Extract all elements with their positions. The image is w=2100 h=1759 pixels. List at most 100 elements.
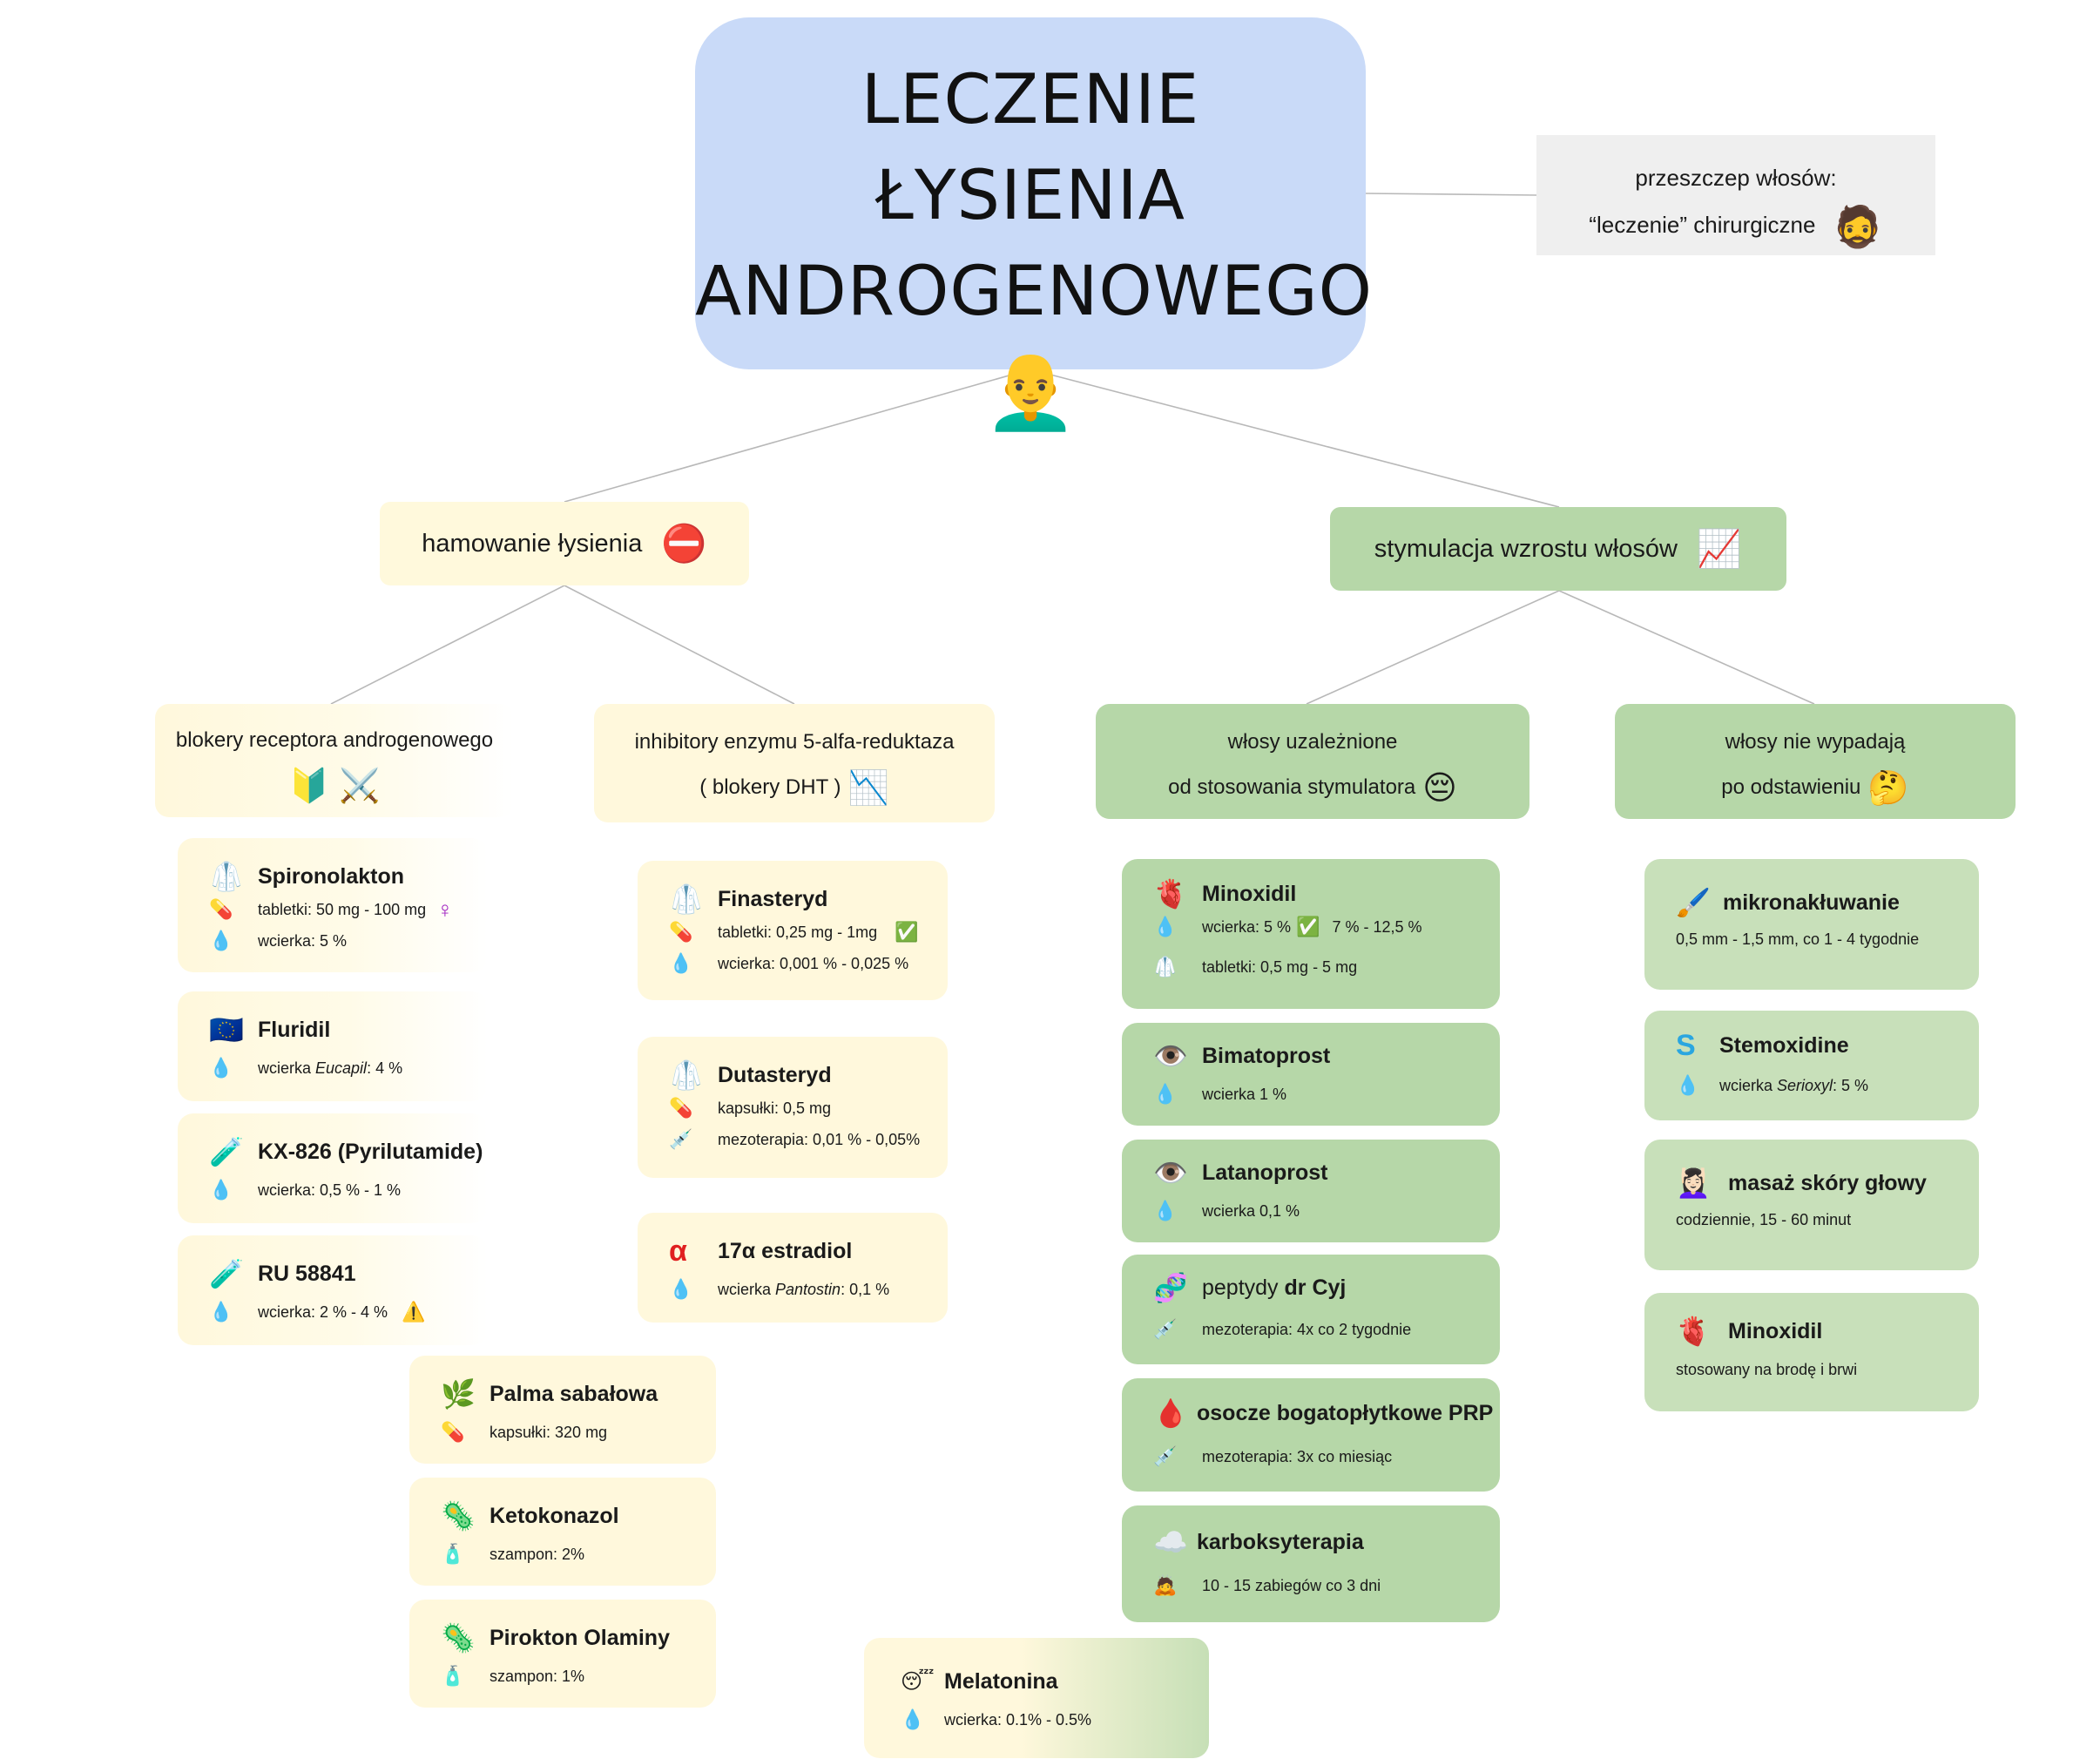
card-ketokonazol: 🦠Ketokonazol 🧴szampon: 2% bbox=[409, 1478, 716, 1586]
root-title-line2: ANDROGENOWEGO bbox=[695, 253, 1374, 331]
pill-icon: 💊 bbox=[669, 921, 693, 943]
card-finasteryd: 🥼Finasteryd 💊tabletki: 0,25 mg - 1mg✅ 💧w… bbox=[638, 861, 948, 1000]
card-melatonina: 😴Melatonina 💧wcierka: 0.1% - 0.5% bbox=[864, 1638, 1209, 1758]
beginner-swords-icon: 🔰 ⚔️ bbox=[288, 768, 381, 805]
herb-icon: 🌿 bbox=[441, 1378, 476, 1410]
syringe-icon: 💉 bbox=[1153, 1318, 1178, 1340]
card-title: 17α estradiol bbox=[718, 1238, 853, 1263]
card-title: osocze bogatopłytkowe PRP bbox=[1197, 1400, 1494, 1425]
anatomical-heart-icon: 🫀 bbox=[1153, 878, 1188, 910]
card-detail: szampon: 1% bbox=[490, 1667, 585, 1685]
card-detail: 0,5 mm - 1,5 mm, co 1 - 4 tygodnie bbox=[1676, 930, 1920, 948]
sub-androgen-receptor-blockers: blokery receptora androgenowego 🔰 ⚔️ bbox=[155, 704, 514, 817]
card-detail: wcierka Pantostin: 0,1 % bbox=[718, 1280, 890, 1298]
card-detail: codziennie, 15 - 60 minut bbox=[1676, 1211, 1852, 1228]
no-entry-icon: ⛔ bbox=[661, 522, 707, 564]
card-detail: wcierka: 2 % - 4 % bbox=[258, 1302, 388, 1321]
card-title: Stemoxidine bbox=[1719, 1032, 1849, 1058]
card-latanoprost: 👁️Latanoprost 💧wcierka 0,1 % bbox=[1122, 1140, 1500, 1242]
head-massage-icon: 💆🏻‍♀️ bbox=[1676, 1167, 1711, 1199]
card-title: Pirokton Olaminy bbox=[490, 1625, 670, 1650]
card-ru58841: 🧪RU 58841 💧wcierka: 2 % - 4 %⚠️ bbox=[178, 1235, 488, 1345]
card-karboksyterapia: ☁️karboksyterapia 🙇10 - 15 zabiegów co 3… bbox=[1122, 1505, 1500, 1622]
sub-inhibitors-line1: inhibitory enzymu 5-alfa-reduktaza bbox=[634, 730, 955, 754]
card-title: karboksyterapia bbox=[1197, 1529, 1364, 1554]
sub-dependent-line1: włosy uzależnione bbox=[1227, 730, 1398, 754]
card-detail-extra: 7 % - 12,5 % bbox=[1332, 917, 1422, 936]
cloud-icon: ☁️ bbox=[1153, 1526, 1188, 1558]
droplet-icon: 💧 bbox=[669, 952, 693, 974]
connector-root-side bbox=[1365, 193, 1537, 196]
alpha-icon: α bbox=[669, 1234, 687, 1268]
card-title: RU 58841 bbox=[258, 1261, 356, 1286]
sub-nofall-line2: po odstawieniu bbox=[1721, 775, 1861, 799]
card-title: mikronakłuwanie bbox=[1723, 890, 1900, 915]
card-detail: wcierka Serioxyl: 5 % bbox=[1719, 1076, 1869, 1094]
microbe-icon: 🦠 bbox=[441, 1500, 476, 1532]
droplet-icon: 💧 bbox=[209, 930, 233, 951]
card-pirokton-olaminy: 🦠Pirokton Olaminy 🧴szampon: 1% bbox=[409, 1600, 716, 1708]
chart-decreasing-icon: 📉 bbox=[847, 769, 889, 807]
drop-of-blood-icon: 🩸 bbox=[1153, 1397, 1188, 1429]
eye-icon: 👁️ bbox=[1153, 1157, 1188, 1188]
thinking-face-icon: 🤔 bbox=[1867, 769, 1909, 807]
card-title: Finasteryd bbox=[718, 886, 828, 911]
check-mark-icon: ✅ bbox=[895, 921, 919, 943]
chart-increasing-icon: 📈 bbox=[1696, 527, 1743, 569]
card-detail: wcierka: 5 % bbox=[258, 931, 348, 950]
card-masaz: 💆🏻‍♀️masaż skóry głowy codziennie, 15 - … bbox=[1644, 1140, 1979, 1270]
card-detail: wcierka: 0,001 % - 0,025 % bbox=[718, 954, 909, 972]
lotion-bottle-icon: 🧴 bbox=[441, 1543, 465, 1565]
card-minoxidil-beard: 🫀Minoxidil stosowany na brodę i brwi bbox=[1644, 1293, 1979, 1411]
syringe-icon: 💉 bbox=[1153, 1445, 1178, 1467]
card-dutasteryd: 🥼Dutasteryd 💊kapsułki: 0,5 mg 💉mezoterap… bbox=[638, 1037, 948, 1178]
card-title: KX-826 (Pyrilutamide) bbox=[258, 1139, 483, 1164]
test-tube-icon: 🧪 bbox=[209, 1136, 244, 1167]
sub-5ar-inhibitors: inhibitory enzymu 5-alfa-reduktaza ( blo… bbox=[594, 704, 995, 822]
lab-coat-icon: 🥼 bbox=[209, 861, 244, 892]
bald-man-icon: 👨‍🦲 bbox=[983, 349, 1077, 433]
card-detail: wcierka: 5 % bbox=[1202, 917, 1292, 936]
card-detail: kapsułki: 320 mg bbox=[490, 1423, 608, 1441]
dna-icon: 🧬 bbox=[1153, 1272, 1188, 1303]
card-title: Fluridil bbox=[258, 1017, 331, 1042]
card-detail: wcierka Eucapil: 4 % bbox=[258, 1059, 403, 1077]
card-title: Minoxidil bbox=[1202, 881, 1297, 906]
lab-coat-icon: 🥼 bbox=[669, 1059, 704, 1091]
card-title: Bimatoprost bbox=[1202, 1043, 1331, 1068]
hair-transplant-line1: przeszczep włosów: bbox=[1635, 165, 1837, 191]
card-spironolakton: 🥼Spironolakton 💊tabletki: 50 mg - 100 mg… bbox=[178, 838, 488, 972]
card-detail: mezoterapia: 3x co miesiąc bbox=[1202, 1447, 1393, 1465]
warning-icon: ⚠️ bbox=[402, 1301, 426, 1323]
card-detail: tabletki: 50 mg - 100 mg bbox=[258, 900, 427, 918]
card-mikronakluwanie: 🖌️mikronakłuwanie 0,5 mm - 1,5 mm, co 1 … bbox=[1644, 859, 1979, 990]
card-title: Melatonina bbox=[944, 1668, 1058, 1694]
card-detail: tabletki: 0,5 mg - 5 mg bbox=[1202, 957, 1358, 976]
sub-inhibitors-line2: ( blokery DHT ) bbox=[699, 775, 841, 799]
branch-inhibit-label: hamowanie łysienia bbox=[422, 529, 643, 558]
sleeping-face-icon: 😴 bbox=[901, 1669, 935, 1694]
eu-flag-icon: 🇪🇺 bbox=[209, 1014, 244, 1045]
branch-stimulate: stymulacja wzrostu włosów 📈 bbox=[1330, 507, 1786, 591]
card-palma-sabalowa: 🌿Palma sabałowa 💊kapsułki: 320 mg bbox=[409, 1356, 716, 1464]
pill-icon: 💊 bbox=[669, 1097, 693, 1119]
card-detail: wcierka: 0.1% - 0.5% bbox=[944, 1710, 1092, 1729]
droplet-icon: 💧 bbox=[669, 1278, 693, 1300]
card-detail: mezoterapia: 4x co 2 tygodnie bbox=[1202, 1320, 1412, 1338]
pill-icon: 💊 bbox=[209, 898, 233, 920]
card-detail: wcierka 0,1 % bbox=[1202, 1201, 1300, 1220]
hair-transplant-line2: “leczenie” chirurgiczne bbox=[1589, 212, 1816, 238]
hair-transplant-note: przeszczep włosów: “leczenie” chirurgicz… bbox=[1536, 135, 1935, 255]
sub-dependent-hair: włosy uzależnione od stosowania stymulat… bbox=[1096, 704, 1529, 819]
connector-stimulate-nofall bbox=[1558, 590, 1815, 705]
card-title: peptydy dr Cyj bbox=[1202, 1275, 1347, 1300]
card-title: Palma sabałowa bbox=[490, 1381, 658, 1406]
card-kx826: 🧪KX-826 (Pyrilutamide) 💧wcierka: 0,5 % -… bbox=[178, 1113, 488, 1223]
card-detail: szampon: 2% bbox=[490, 1545, 585, 1563]
connector-inhibit-inhibitors bbox=[564, 585, 795, 705]
card-17a-estradiol: α 17α estradiol 💧 wcierka Pantostin: 0,1 % bbox=[638, 1213, 948, 1323]
card-title: Dutasteryd bbox=[718, 1062, 832, 1087]
lotion-bottle-icon: 🧴 bbox=[441, 1665, 465, 1687]
card-detail: mezoterapia: 0,01 % - 0,05% bbox=[718, 1130, 921, 1148]
droplet-icon: 💧 bbox=[209, 1301, 233, 1323]
